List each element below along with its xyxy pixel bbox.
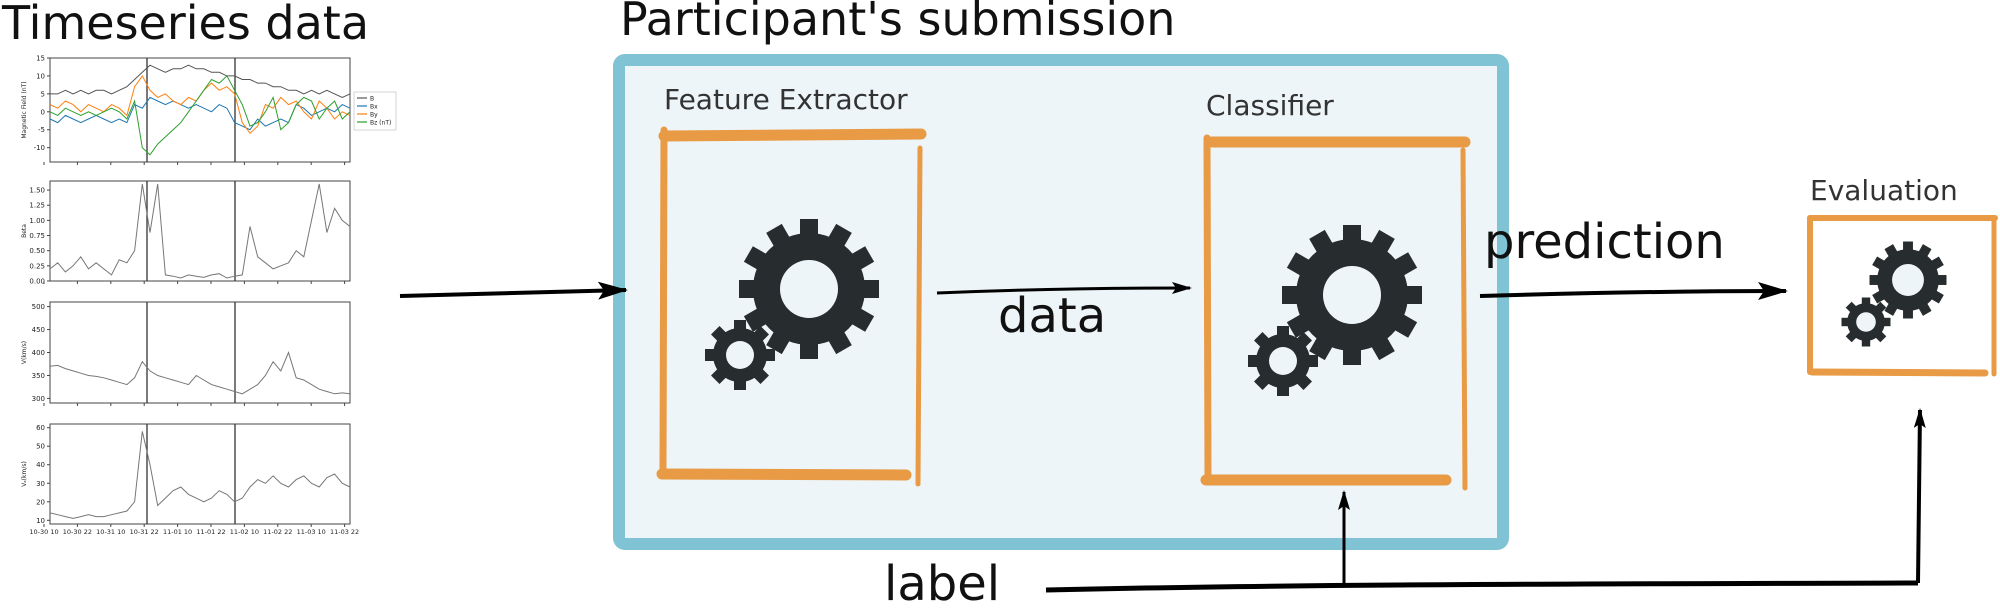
y-tick-label: 20 <box>36 498 45 506</box>
legend-entry: B <box>370 96 374 103</box>
y-tick-label: 30 <box>36 480 45 488</box>
y-tick-label: 300 <box>32 395 45 403</box>
prediction-arrow-label: prediction <box>1484 214 1725 270</box>
y-tick-label: 10 <box>36 517 45 525</box>
legend-entry: By <box>370 112 378 119</box>
series-line <box>50 64 351 98</box>
y-tick-label: 1.50 <box>29 187 45 195</box>
chart-frame <box>49 423 351 525</box>
y-tick-label: 0.25 <box>29 262 45 270</box>
label-arrow-label: label <box>884 556 1001 612</box>
arrow-prediction <box>1479 282 1788 301</box>
submission-title: Participant's submission <box>620 0 1176 46</box>
y-tick-label: 10 <box>36 72 45 80</box>
arrow-timeseries-to-extractor <box>399 281 628 300</box>
x-tick-label: 10-31 10 <box>96 528 125 536</box>
x-tick-label: 11-03 22 <box>330 528 359 536</box>
y-tick-label: 0.50 <box>29 247 45 255</box>
y-tick-label: 450 <box>32 326 45 334</box>
y-axis-label: Vₐ(km/s) <box>21 461 28 487</box>
gears-icon <box>1841 241 1947 347</box>
x-tick-label: 10-30 10 <box>29 528 58 536</box>
y-tick-label: 400 <box>32 349 45 357</box>
x-tick-label: 10-31 22 <box>130 528 159 536</box>
series-line <box>49 431 351 519</box>
y-tick-label: 0.75 <box>29 232 45 240</box>
legend-entry: Bz (nT) <box>370 120 391 127</box>
y-tick-label: 5 <box>41 90 45 98</box>
classifier-box <box>1200 134 1471 491</box>
x-tick-label: 11-03 10 <box>297 528 326 536</box>
y-tick-label: 1.00 <box>29 217 45 225</box>
y-tick-label: 15 <box>36 55 45 63</box>
evaluation-label: Evaluation <box>1810 174 1958 207</box>
y-tick-label: 60 <box>36 424 45 432</box>
timeseries-title: Timeseries data <box>2 0 370 50</box>
arrow-data <box>936 282 1192 295</box>
y-tick-label: -10 <box>34 144 45 152</box>
y-axis-label: Beta <box>21 224 28 238</box>
y-tick-label: 0.00 <box>29 278 45 286</box>
feature-extractor-label: Feature Extractor <box>664 83 908 116</box>
y-tick-label: 40 <box>36 461 45 469</box>
x-tick-label: 11-02 22 <box>263 528 292 536</box>
evaluation-box <box>1807 215 1998 377</box>
y-tick-label: 0 <box>41 108 45 116</box>
data-arrow-label: data <box>998 288 1107 344</box>
chart-frame <box>49 301 351 404</box>
x-tick-label: 11-01 10 <box>163 528 192 536</box>
series-line <box>49 183 351 279</box>
y-tick-label: 50 <box>36 443 45 451</box>
y-tick-label: 1.25 <box>29 202 45 210</box>
submission-container <box>613 54 1509 550</box>
x-tick-label: 11-01 22 <box>196 528 225 536</box>
y-axis-label: V(km/s) <box>21 341 28 364</box>
arrow-label-line <box>1045 580 1919 593</box>
y-tick-label: 350 <box>32 372 45 380</box>
classifier-label: Classifier <box>1206 89 1334 122</box>
x-tick-label: 11-02 10 <box>230 528 259 536</box>
series-line <box>49 351 351 395</box>
y-tick-label: 500 <box>32 303 45 311</box>
legend-entry: Bx <box>370 104 378 111</box>
feature-extractor-box <box>656 126 927 487</box>
y-axis-label: Magnetic Field (nT) <box>21 81 28 138</box>
chart-frame <box>49 180 351 282</box>
y-tick-label: -5 <box>38 126 45 134</box>
series-line <box>49 75 351 156</box>
arrow-label-to-evaluation <box>1913 408 1926 584</box>
x-tick-label: 10-30 22 <box>63 528 92 536</box>
